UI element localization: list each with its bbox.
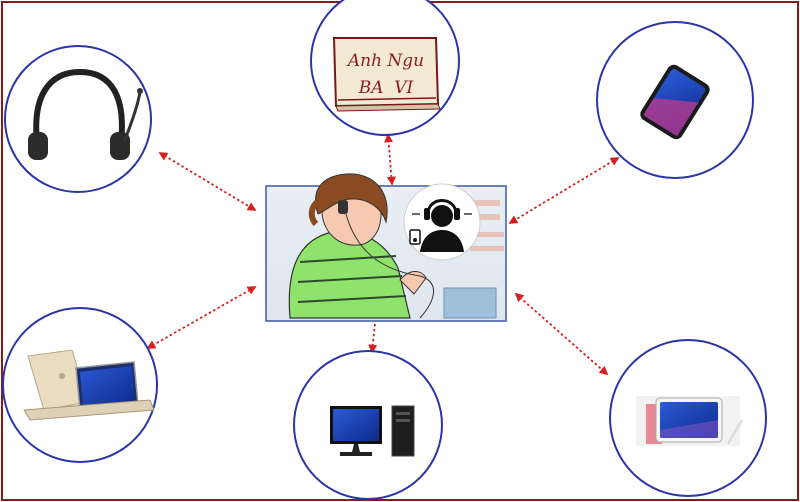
smartphone-icon	[640, 64, 710, 140]
node-headset-circle	[4, 45, 152, 193]
connector-arrows	[146, 133, 620, 376]
node-phone	[596, 21, 754, 179]
arrow-headset	[158, 152, 257, 211]
arrow-logo	[384, 133, 396, 186]
person-figure	[288, 173, 434, 319]
laptop-icon	[23, 349, 155, 421]
logo-line2: BA VI	[358, 78, 414, 98]
node-laptop	[2, 307, 158, 463]
arrow-phone	[508, 157, 620, 224]
listening-silhouette-inset	[403, 183, 481, 261]
node-headset	[4, 45, 152, 193]
arrow-tablet	[514, 292, 609, 376]
center-listening-image	[265, 173, 507, 322]
headset-icon	[28, 68, 143, 160]
book-logo-icon: Anh Ngu BA VI	[332, 37, 441, 112]
node-tablet	[609, 339, 767, 497]
node-logo: Anh Ngu BA VI	[310, 0, 460, 136]
tablet-icon	[636, 396, 744, 446]
desktop-computer-icon	[330, 405, 415, 457]
node-desktop	[293, 350, 443, 500]
logo-line1: Anh Ngu	[346, 51, 424, 71]
arrow-laptop	[146, 286, 257, 349]
